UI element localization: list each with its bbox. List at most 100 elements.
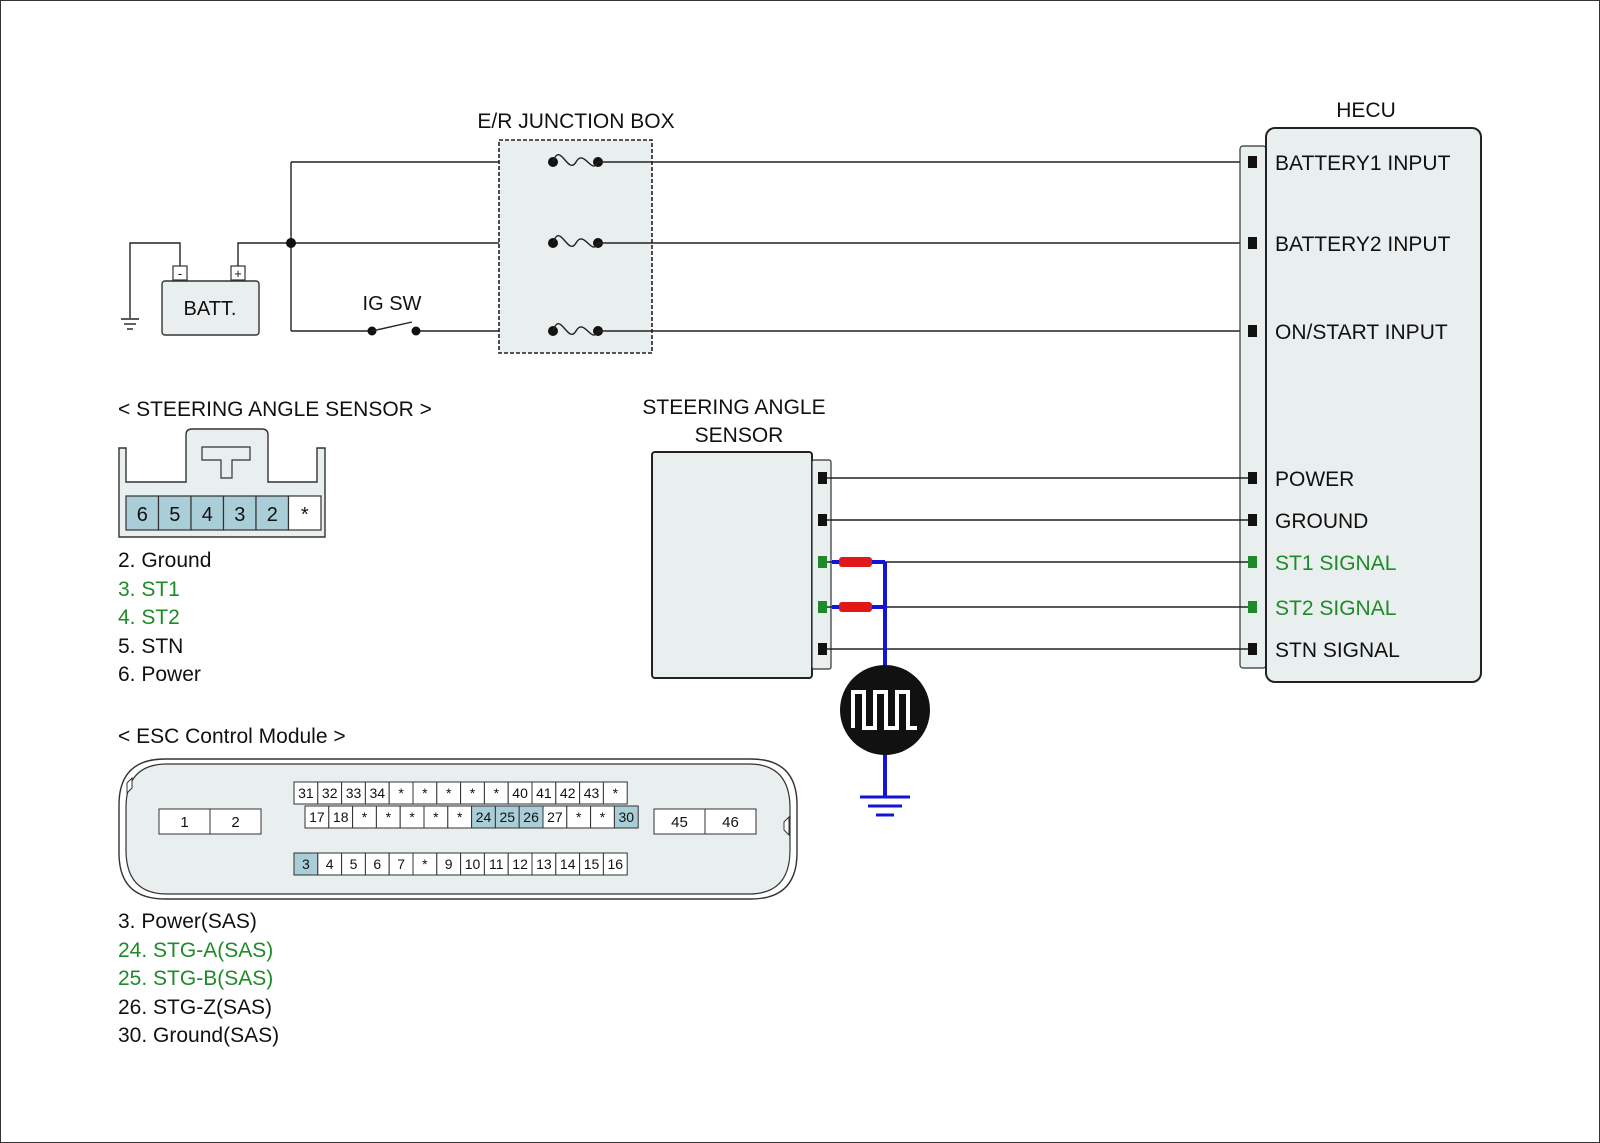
hecu-terminal-label: BATTERY2 INPUT	[1275, 233, 1451, 256]
esc-pin-number: *	[613, 785, 619, 801]
sas-pin-number: 4	[202, 504, 213, 526]
esc-pin-number: 16	[608, 856, 624, 872]
esc-pin-number: 31	[298, 785, 314, 801]
esc-pin	[613, 805, 639, 829]
sas-pin-number: 2	[267, 504, 278, 526]
hecu-pin	[1248, 556, 1257, 568]
esc-pin-number: 24	[476, 809, 492, 825]
sensor-pin	[818, 514, 827, 526]
esc-pin	[704, 808, 757, 835]
hecu-terminal-label: ST2 SIGNAL	[1275, 597, 1396, 620]
battery-label: BATT.	[184, 298, 237, 320]
legend-item: 6. Power	[118, 663, 201, 686]
esc-pin-number: 41	[536, 785, 552, 801]
esc-pin-number: 13	[536, 856, 552, 872]
battery-negative-sign: -	[178, 266, 182, 281]
hecu-body	[1265, 127, 1482, 683]
esc-pin-number: *	[398, 785, 404, 801]
ig-switch-label: IG SW	[363, 293, 422, 315]
hecu-module: HECU	[1239, 99, 1482, 683]
probe-ground-icon	[860, 795, 910, 817]
esc-pin-number: 42	[560, 785, 576, 801]
esc-pin-number: 6	[373, 856, 381, 872]
sensor-pin	[818, 601, 827, 613]
bus-junction-dot	[286, 238, 296, 248]
sensor-title-line1: STEERING ANGLE	[642, 396, 825, 419]
sas-pin	[222, 495, 257, 531]
sensor-pin	[818, 472, 827, 484]
sas-pin-legend: 2. Ground 3. ST1 4. ST2 5. STN 6. Power	[118, 547, 211, 690]
hecu-terminal-label: STN SIGNAL	[1275, 639, 1400, 662]
esc-pin-number: 40	[512, 785, 528, 801]
esc-pin-number: 11	[489, 856, 504, 872]
hecu-terminal-label: ST1 SIGNAL	[1275, 552, 1396, 575]
hecu-terminal-label: GROUND	[1275, 510, 1368, 533]
sas-connector-latch	[201, 446, 251, 479]
esc-pin-number: *	[422, 856, 428, 872]
esc-pin-number: 7	[397, 856, 405, 872]
battery-negative-terminal	[172, 265, 188, 281]
ground-symbol	[121, 318, 139, 330]
ignition-switch: IG SW	[363, 293, 422, 336]
esc-pin-number: *	[362, 809, 368, 825]
esc-pin-number: 30	[619, 809, 635, 825]
esc-pin	[602, 781, 628, 805]
esc-pin-number: *	[576, 809, 582, 825]
hecu-pin	[1248, 643, 1257, 655]
legend-item: 5. STN	[118, 634, 184, 658]
battery-feed-wires	[598, 161, 1248, 332]
sensor-pin	[818, 556, 827, 568]
esc-pin-number: 33	[346, 785, 362, 801]
esc-pin-number: 26	[523, 809, 539, 825]
oscilloscope-probe	[832, 557, 930, 817]
sas-pin	[190, 495, 225, 531]
sensor-body	[651, 451, 813, 679]
probe-clip-st1	[839, 557, 872, 567]
esc-pin-number: 14	[560, 856, 576, 872]
hecu-pin	[1248, 514, 1257, 526]
legend-item: 4. ST2	[118, 606, 180, 629]
sas-pin-number: 3	[234, 504, 245, 526]
sas-pin-number: *	[301, 504, 309, 526]
esc-pin-number: *	[470, 785, 476, 801]
hecu-pin	[1248, 472, 1257, 484]
esc-pin-number: 46	[722, 814, 739, 831]
legend-item: 2. Ground	[118, 549, 212, 572]
legend-item: 3. Power(SAS)	[118, 910, 257, 933]
esc-pin-number: 32	[322, 785, 338, 801]
legend-item: 25. STG-B(SAS)	[118, 967, 274, 990]
legend-item: 24. STG-A(SAS)	[118, 938, 274, 962]
fuse-1	[548, 154, 603, 167]
legend-item: 26. STG-Z(SAS)	[118, 995, 273, 1019]
esc-pin-number: 34	[370, 785, 386, 801]
esc-connector-title: < ESC Control Module >	[118, 725, 346, 748]
hecu-title: HECU	[1336, 99, 1396, 122]
esc-pin-number: 4	[326, 856, 334, 872]
esc-pin-number: 25	[500, 809, 516, 825]
sas-pin	[125, 495, 160, 531]
battery-group: - + BATT.	[121, 242, 291, 336]
esc-pin-number: 5	[350, 856, 358, 872]
oscilloscope-waveform-icon	[840, 665, 930, 755]
esc-pin-number: 15	[584, 856, 600, 872]
hecu-pin	[1248, 237, 1257, 249]
legend-item: 3. ST1	[118, 577, 180, 601]
esc-pin	[653, 808, 706, 835]
hecu-terminal-label: POWER	[1275, 468, 1354, 491]
sas-connector-title: < STEERING ANGLE SENSOR >	[118, 398, 432, 421]
sas-pin	[255, 495, 290, 531]
esc-pin-number: 17	[309, 809, 325, 825]
sensor-title-line2: SENSOR	[695, 424, 784, 447]
esc-pin-number: *	[494, 785, 500, 801]
esc-pin-number: 27	[547, 809, 563, 825]
hecu-terminal-label: ON/START INPUT	[1275, 321, 1448, 344]
esc-pin	[602, 852, 628, 876]
esc-pin-number: 1	[180, 814, 188, 831]
esc-pin-number: 2	[231, 814, 239, 831]
hecu-pin	[1248, 156, 1257, 168]
battery	[161, 280, 260, 336]
esc-pin-number: *	[409, 809, 415, 825]
sas-pin	[287, 495, 322, 531]
esc-pin-number: *	[386, 809, 392, 825]
